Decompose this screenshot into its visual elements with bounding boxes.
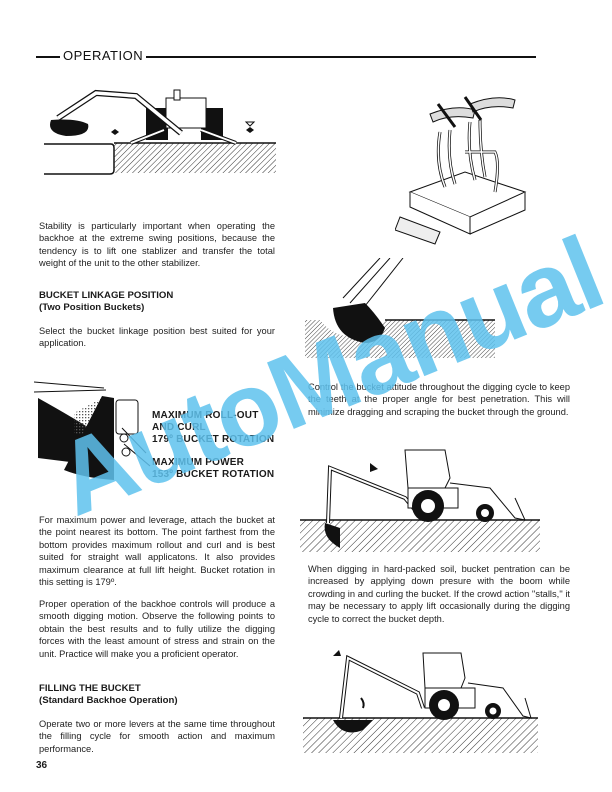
rollout-label-1: MAXIMUM ROLL-OUT: [152, 410, 259, 421]
page-number: 36: [36, 760, 48, 771]
backhoe-rear-view-icon: [44, 89, 276, 175]
bucket-linkage-icon: [34, 381, 151, 480]
header-rule-left: [36, 56, 60, 58]
bucket-linkage-subheading: (Two Position Buckets): [39, 302, 145, 313]
bucket-linkage-heading: BUCKET LINKAGE POSITION: [39, 290, 174, 301]
filling-heading: FILLING THE BUCKET: [39, 683, 141, 694]
backhoe-loader-lift-icon: [303, 650, 538, 753]
backhoe-loader-dig-icon: [300, 449, 540, 552]
filling-paragraph: Operate two or more levers at the same t…: [39, 719, 275, 754]
controls-paragraph: Proper operation of the backhoe controls…: [39, 599, 275, 659]
power-label: MAXIMUM POWER: [152, 457, 245, 468]
control-levers-icon: [395, 96, 527, 245]
hard-soil-paragraph: When digging in hard-packed soil, bucket…: [308, 564, 570, 624]
header-rule-right: [146, 56, 536, 58]
leverage-paragraph: For maximum power and leverage, attach t…: [39, 515, 275, 588]
bucket-linkage-intro: Select the bucket linkage position best …: [39, 326, 275, 349]
stability-paragraph: Stability is particularly important when…: [39, 221, 275, 269]
rollout-rotation-label: 179º BUCKET ROTATION: [152, 434, 275, 445]
rollout-label-2: AND CURL: [152, 422, 206, 433]
attitude-paragraph: Control the bucket attitude throughout t…: [308, 382, 570, 417]
section-title: OPERATION: [63, 48, 144, 63]
bucket-penetration-icon: [305, 258, 495, 358]
power-rotation-label: 153º BUCKET ROTATION: [152, 469, 275, 480]
filling-subheading: (Standard Backhoe Operation): [39, 695, 178, 706]
